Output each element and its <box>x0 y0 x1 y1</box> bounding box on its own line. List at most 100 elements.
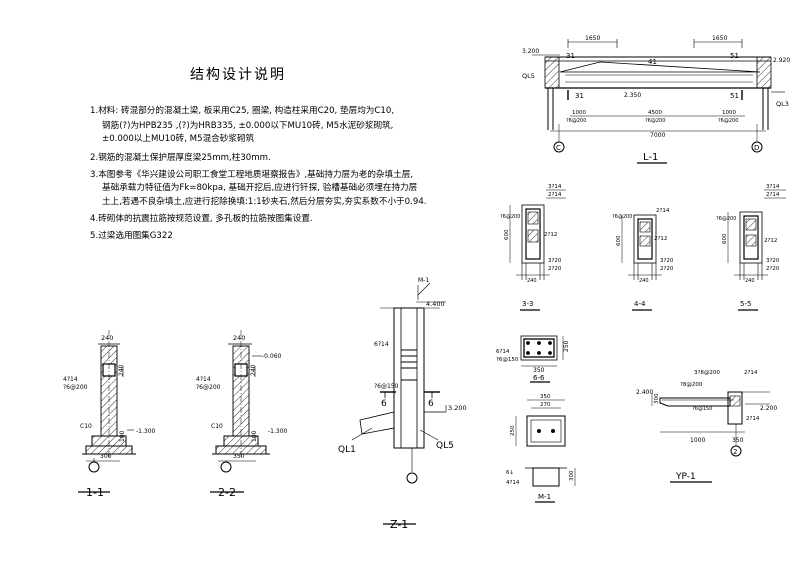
s4-width: 240 <box>639 278 649 284</box>
s5-side: 2?12 <box>764 238 777 244</box>
l1-level-mid: 2.350 <box>624 92 641 99</box>
section-4-4 <box>621 214 662 311</box>
s2-pad: C10 <box>211 423 223 430</box>
s3-bottom1: 3?20 <box>548 258 562 264</box>
s1-width-bottom: 300 <box>100 453 112 460</box>
yp1-depth: 350 <box>732 437 744 444</box>
l1-dim-right-top: 1650 <box>712 35 727 42</box>
l1-axis-right: D <box>754 144 759 152</box>
s1-rebar: 4?14 <box>63 376 78 383</box>
note-line-4: 2.钢筋的混凝土保护层厚度梁25mm,柱30mm. <box>90 153 271 163</box>
section-3-3 <box>509 189 566 311</box>
yp1-top1: 3?8@200 <box>694 370 720 376</box>
section-6-6 <box>520 335 564 383</box>
yp1-side-dim: 300 <box>654 393 660 404</box>
s4-height: 600 <box>616 235 622 246</box>
z1-title: Z-1 <box>390 518 408 531</box>
s5-bottom2: 2?20 <box>766 266 780 272</box>
note-line-5: 3.本图参考《华兴建设公司职工食堂工程地质堪察报告》,基础持力层为老的杂填土层, <box>90 170 414 180</box>
s5-title: 5-5 <box>740 300 751 308</box>
note-line-3: ±0.000以上MU10砖, M5混合砂浆砌筑 <box>102 134 255 144</box>
yp1-bottom: 2?14 <box>746 416 760 422</box>
m1-dim-small: 6↓ <box>506 469 514 476</box>
s6-title: 6-6 <box>533 374 545 382</box>
notes-title: 结构设计说明 <box>190 67 286 83</box>
l1-label-41: 41 <box>648 58 657 66</box>
s1-small-dim: 100 <box>119 430 126 442</box>
s6-width: 350 <box>533 367 545 374</box>
s4-stirrup: ?6@200 <box>612 214 632 220</box>
s5-stirrup: ?6@200 <box>716 216 736 222</box>
s5-top-rebar2: 2?14 <box>766 192 780 198</box>
z1-rebar: 6?14 <box>374 341 389 348</box>
note-line-2: 钢筋(?)为HPB235 ,(?)为HRB335, ±0.000以下MU10砖,… <box>102 121 394 131</box>
s4-bottom1: 3?20 <box>660 258 674 264</box>
m1-height-right: 300 <box>569 470 575 481</box>
l1-dim-mid: 4500 <box>648 110 662 116</box>
note-line-7: 土上,若遇不良杂填土,应进行挖除换填:1:1砂夹石,然后分层夯实,夯实系数不小于… <box>102 197 427 207</box>
s2-level-top: -0.060 <box>262 353 282 360</box>
yp1-mid1: ?8@200 <box>680 382 703 388</box>
s2-height: 240 <box>250 364 257 376</box>
s1-height: 240 <box>118 364 125 376</box>
m1-rebar-left: 4?14 <box>506 480 520 486</box>
s6-height: 250 <box>563 340 570 352</box>
z1-cut-left: 6 <box>381 399 387 409</box>
yp1-title: YP-1 <box>675 472 696 482</box>
l1-label-51-bottom: 51 <box>730 92 739 100</box>
l1-label-31-bottom: 31 <box>575 92 584 100</box>
l1-dim-total: 7000 <box>650 132 665 139</box>
note-line-6: 基础承载力特征值为Fk=80kpa, 基础开挖后,应进行钎探, 验槽基础必须埋在… <box>102 183 418 193</box>
l1-level-right: 2.920 <box>773 57 790 64</box>
s2-small-dim: 100 <box>251 430 258 442</box>
s4-title: 4-4 <box>634 300 646 308</box>
s3-side: 2?12 <box>544 232 557 238</box>
m1-title: M-1 <box>538 493 551 501</box>
z1-level-mid: 3.200 <box>448 404 467 412</box>
detail-yp1 <box>651 391 770 483</box>
l1-title: L-1 <box>643 152 658 163</box>
s2-stirrup: ?6@200 <box>196 384 221 391</box>
l1-stirrup-right: ?6@200 <box>718 118 738 124</box>
yp1-level-right: 2.200 <box>760 405 777 412</box>
s2-width-top: 240 <box>233 334 245 342</box>
s2-width-bottom: 350 <box>233 453 245 460</box>
s4-bottom2: 2?20 <box>660 266 674 272</box>
l1-stirrup-mid: ?6@200 <box>645 118 665 124</box>
l1-label-51: 51 <box>730 52 739 60</box>
s3-width: 240 <box>527 278 537 284</box>
s3-stirrup: ?6@200 <box>500 214 520 220</box>
l1-dim-left-top: 1650 <box>585 35 600 42</box>
note-line-1: 1.材料: 砖混部分的混凝土梁, 板采用C25, 圈梁, 构造柱采用C20, 垫… <box>90 106 395 116</box>
s4-top-rebar: 2?14 <box>656 208 670 214</box>
yp1-span: 1000 <box>690 437 705 444</box>
m1-inner-dim: 270 <box>540 402 551 408</box>
l1-dim-left: 1000 <box>572 110 586 116</box>
s3-top-rebar2: 2?14 <box>548 192 562 198</box>
s5-top-rebar: 3?14 <box>766 184 780 190</box>
s6-rebar: 6?14 <box>496 349 510 355</box>
s2-rebar: 4?14 <box>196 376 211 383</box>
s5-width: 240 <box>745 278 755 284</box>
s4-side: 2?12 <box>654 236 667 242</box>
s1-width-top: 240 <box>101 334 113 342</box>
m1-side-dim: 250 <box>510 425 516 436</box>
z1-stirrup: ?6@150 <box>374 383 399 390</box>
z1-cut-right: 6 <box>428 399 434 409</box>
yp1-top2: 2?14 <box>744 370 758 376</box>
l1-tag-left: QL5 <box>522 72 535 80</box>
note-line-9: 5.过梁选用图集G322 <box>90 231 173 241</box>
s3-top-rebar: 3?14 <box>548 184 562 190</box>
l1-axis-left: C <box>556 144 561 152</box>
yp1-mid2: ?6@150 <box>692 406 712 412</box>
s5-bottom1: 3?20 <box>766 258 780 264</box>
z1-level-top: 4.400 <box>426 300 445 308</box>
beam-l1 <box>532 39 785 164</box>
yp1-axis: 2 <box>733 448 737 456</box>
detail-m1 <box>515 399 576 503</box>
section-2-2 <box>210 330 270 493</box>
s6-stirrup: ?6@150 <box>496 357 519 363</box>
l1-dim-right: 1000 <box>722 110 736 116</box>
s5-height: 600 <box>722 233 728 244</box>
